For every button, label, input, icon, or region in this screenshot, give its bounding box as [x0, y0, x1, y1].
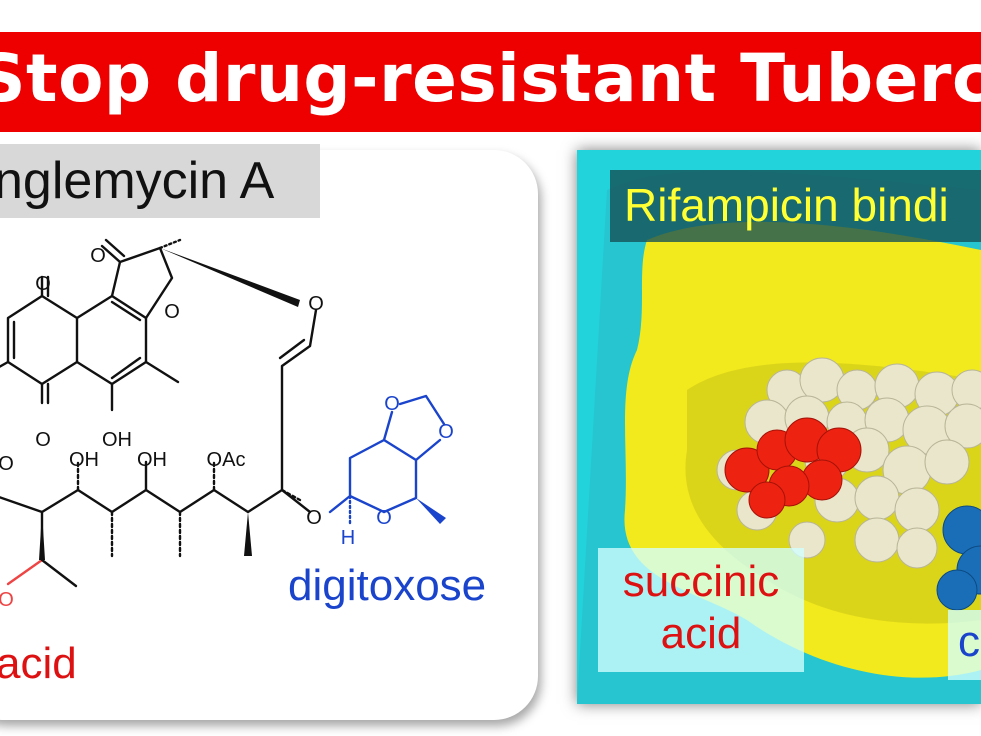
atom-label: OH	[69, 449, 99, 471]
compound-name: nglemycin A	[0, 152, 275, 210]
digitoxose-label: digitoxose	[288, 561, 487, 610]
atom-label: OAc	[207, 449, 246, 471]
partial-label-box: c	[948, 610, 981, 680]
succinic-line-1: succinic	[622, 557, 780, 606]
atom-label: OH	[102, 429, 132, 451]
binding-site-label: Rifampicin bindi	[624, 179, 949, 231]
molecule-structure: O O O O O OH OH OH OAc O O O O O H O	[0, 238, 454, 611]
title-banner: Stop drug-resistant Tuberculos	[0, 32, 981, 132]
atom-label: O	[0, 453, 14, 475]
atom-label: O	[35, 273, 51, 295]
compound-name-box: nglemycin A	[0, 144, 320, 218]
partial-label: c	[958, 617, 980, 666]
binding-site-label-box: Rifampicin bindi	[610, 170, 981, 242]
atom-label: O	[438, 421, 454, 443]
atom-label: H	[341, 527, 355, 549]
atom-label: O	[308, 293, 324, 315]
succinic-line-2: acid	[660, 609, 742, 658]
acid-label: acid	[0, 639, 77, 688]
atom-label: O	[306, 507, 322, 529]
structure-card	[0, 150, 538, 720]
atom-label: OH	[137, 449, 167, 471]
atom-label: O	[0, 589, 14, 611]
succinic-acid-label: succinic acid	[598, 556, 804, 660]
atom-label: O	[35, 429, 51, 451]
atom-label: O	[90, 245, 106, 267]
atom-label: O	[164, 301, 180, 323]
succinic-acid-label-box: succinic acid	[598, 548, 804, 672]
banner-title: Stop drug-resistant Tuberculos	[0, 40, 981, 117]
atom-label: O	[384, 393, 400, 415]
atom-label: O	[376, 507, 392, 529]
